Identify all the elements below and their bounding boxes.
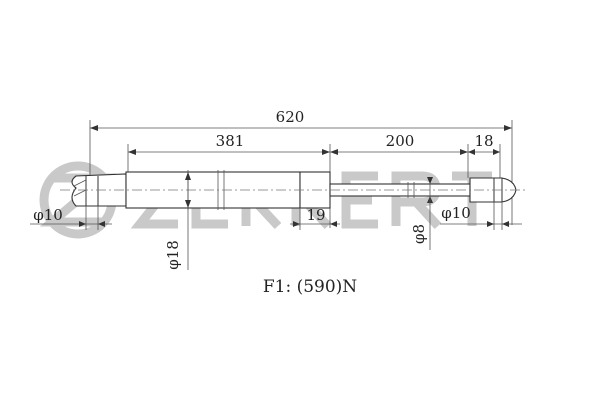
force-label: F1: (590)N: [263, 277, 357, 297]
rod-length-label: 200: [386, 132, 415, 150]
left-eye-dimension: φ10: [30, 206, 112, 230]
rod-diameter-dimension: φ8: [410, 177, 433, 250]
rod-diameter-label: φ8: [410, 224, 428, 244]
right-eye-diameter-label: φ10: [441, 204, 471, 222]
overall-length-label: 620: [276, 108, 305, 126]
seal-length-dimension: 19: [290, 206, 340, 230]
left-eye-diameter-label: φ10: [33, 206, 63, 224]
right-eye-dimension: φ10: [440, 202, 522, 230]
gas-spring-part: [60, 170, 525, 210]
body-diameter-label: φ18: [164, 240, 182, 270]
watermark-letter-e2: [341, 171, 378, 229]
body-diameter-dimension: φ18: [164, 172, 191, 270]
seal-length-label: 19: [306, 206, 325, 224]
right-end-length-label: 18: [474, 132, 493, 150]
cylinder-length-label: 381: [216, 132, 245, 150]
overall-dimension: 620: [89, 108, 513, 225]
